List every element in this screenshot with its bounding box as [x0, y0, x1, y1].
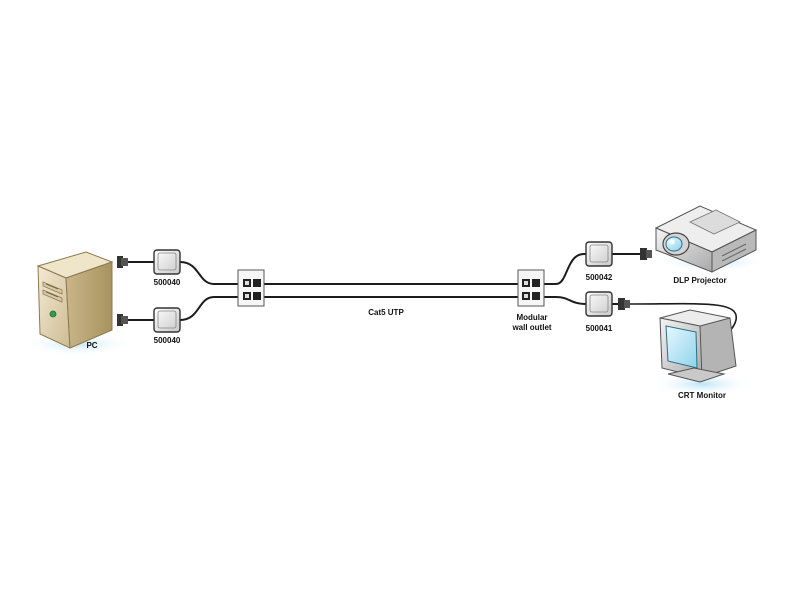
cable-outlet-to-adapter-bottom — [539, 296, 587, 305]
vga-plug-icon — [618, 298, 630, 310]
adapter-label-bottom-left: 500040 — [154, 336, 181, 345]
monitor-label: CRT Monitor — [678, 391, 726, 400]
adapter-box-icon — [153, 249, 181, 275]
adapter-label-bottom-right: 500041 — [586, 324, 613, 333]
pc-label: PC — [86, 341, 97, 350]
cable-outlet-to-adapter-top — [539, 253, 587, 285]
cables — [126, 253, 737, 341]
pc-tower-icon — [22, 251, 134, 356]
adapter-box-icon — [585, 241, 613, 267]
adapter-label-top-right: 500042 — [586, 273, 613, 282]
wall-outlet-label-line1: Modular — [516, 313, 547, 322]
cable-label: Cat5 UTP — [368, 308, 404, 317]
projector-label: DLP Projector — [673, 276, 726, 285]
vga-plug-icon — [117, 256, 128, 268]
projector-icon — [654, 205, 766, 273]
adapter-box-icon — [153, 307, 181, 333]
adapter-box-icon — [585, 291, 613, 317]
adapter-label-top-left: 500040 — [154, 278, 181, 287]
cable-adapter-to-outlet-bottom — [179, 296, 241, 321]
wall-outlet-icon — [517, 269, 545, 307]
vga-plug-icon — [117, 314, 128, 326]
wall-outlet-label-line2: wall outlet — [511, 323, 551, 332]
vga-plug-icon — [640, 248, 652, 260]
cable-adapter-to-outlet-top — [179, 261, 241, 285]
wall-outlet-icon — [237, 269, 265, 307]
crt-monitor-icon — [650, 309, 754, 396]
